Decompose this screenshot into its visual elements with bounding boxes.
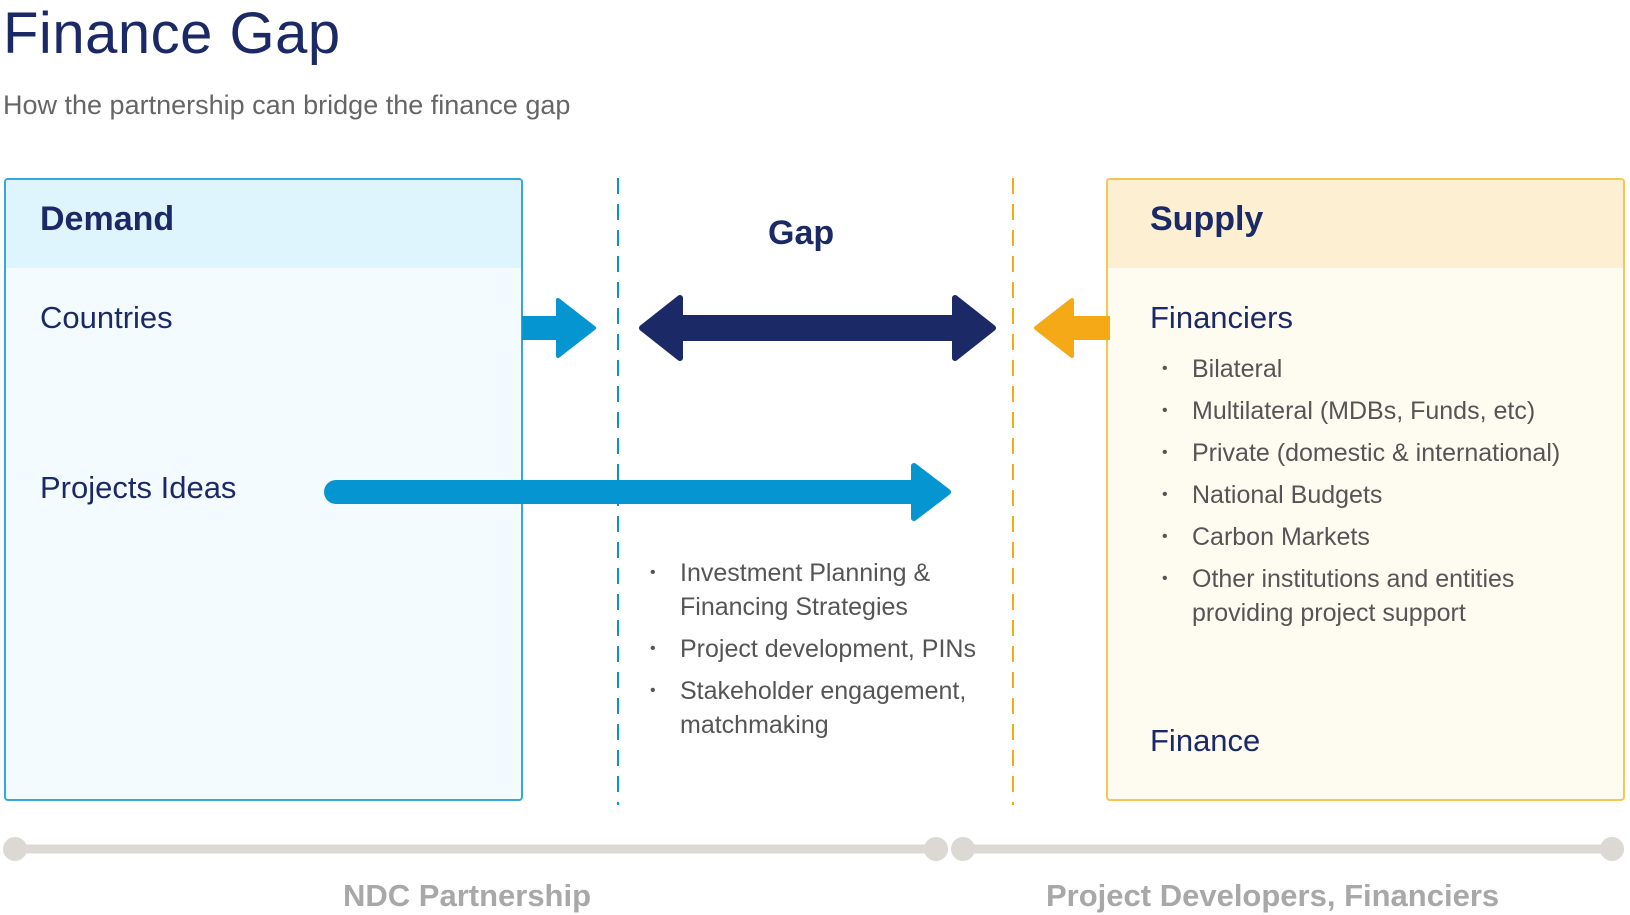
gap-double-arrow-icon bbox=[639, 295, 996, 361]
finance-label: Finance bbox=[1150, 723, 1261, 758]
list-item: Other institutions and entities providin… bbox=[1162, 562, 1592, 630]
list-item: Bilateral bbox=[1162, 352, 1592, 386]
list-item: Private (domestic & international) bbox=[1162, 436, 1592, 470]
developers-financiers-label: Project Developers, Financiers bbox=[1046, 878, 1500, 913]
list-item: Project development, PINs bbox=[650, 632, 990, 666]
countries-arrow-icon bbox=[522, 298, 596, 358]
list-item: Carbon Markets bbox=[1162, 520, 1592, 554]
financiers-list: Bilateral Multilateral (MDBs, Funds, etc… bbox=[1162, 352, 1592, 638]
page-subtitle: How the partnership can bridge the finan… bbox=[3, 90, 571, 120]
gap-activities-list: Investment Planning & Financing Strategi… bbox=[650, 556, 990, 750]
developers-financiers-timeline bbox=[951, 837, 1624, 861]
countries-label: Countries bbox=[40, 300, 173, 335]
list-item: Investment Planning & Financing Strategi… bbox=[650, 556, 990, 624]
ndc-partnership-label: NDC Partnership bbox=[343, 878, 592, 913]
list-item: Stakeholder engagement, matchmaking bbox=[650, 674, 990, 742]
financiers-arrow-icon bbox=[1034, 298, 1110, 358]
supply-header bbox=[1108, 180, 1623, 268]
page-title: Finance Gap bbox=[3, 1, 341, 66]
projects-arrow-icon bbox=[324, 463, 951, 521]
ndc-partnership-timeline bbox=[3, 837, 948, 861]
list-item: Multilateral (MDBs, Funds, etc) bbox=[1162, 394, 1592, 428]
gap-heading: Gap bbox=[768, 214, 835, 252]
financiers-label: Financiers bbox=[1150, 300, 1293, 335]
demand-header bbox=[6, 180, 521, 268]
projects-ideas-label: Projects Ideas bbox=[40, 470, 237, 505]
demand-heading: Demand bbox=[40, 200, 175, 238]
list-item: National Budgets bbox=[1162, 478, 1592, 512]
supply-heading: Supply bbox=[1150, 200, 1264, 238]
